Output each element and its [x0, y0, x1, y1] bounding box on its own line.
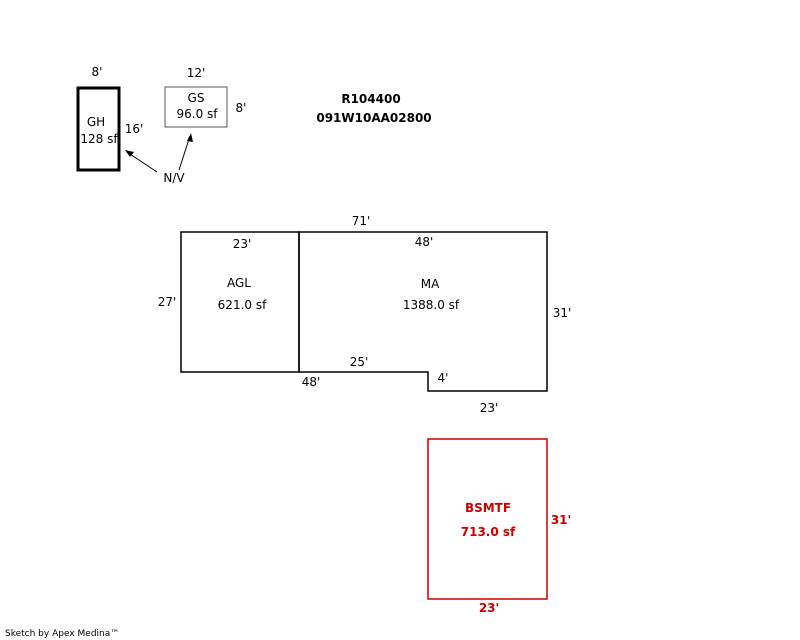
ma-dim-bottom-right: 23' — [480, 401, 499, 415]
gs-code-label: GS — [188, 91, 205, 105]
bsmtf-dim-right: 31' — [551, 513, 571, 527]
bsmtf-outline — [427, 438, 548, 600]
ma-dim-top: 48' — [415, 235, 434, 249]
ma-area-label: 1388.0 sf — [403, 298, 460, 312]
ma-code-label: MA — [421, 277, 440, 291]
agl-area-label: 621.0 sf — [218, 298, 267, 312]
nv-label: N/V — [163, 171, 185, 185]
gh-area-label: 128 sf — [80, 132, 118, 146]
bsmtf-code-label: BSMTF — [465, 501, 511, 515]
gh-outline — [76, 86, 121, 172]
nv-arrow-to-gs — [178, 133, 193, 171]
bsmtf-dim-bottom: 23' — [479, 601, 499, 615]
agl-code-label: AGL — [227, 276, 251, 290]
gh-dim-side: 16' — [125, 122, 144, 136]
ma-dim-overall-top: 71' — [352, 214, 371, 228]
gs-dim-side: 8' — [236, 101, 247, 115]
agl-dim-left: 27' — [158, 295, 177, 309]
map-number-label: 091W10AA02800 — [316, 111, 431, 125]
parcel-id-label: R104400 — [341, 92, 400, 106]
ma-outline — [298, 231, 548, 392]
gh-code-label: GH — [87, 115, 105, 129]
bsmtf-area-label: 713.0 sf — [461, 525, 516, 539]
agl-dim-top: 23' — [233, 237, 252, 251]
gs-dim-top: 12' — [187, 66, 206, 80]
gs-area-label: 96.0 sf — [176, 107, 218, 121]
nv-arrow-to-gh — [125, 150, 158, 173]
ma-dim-notch-top: 25' — [350, 355, 369, 369]
gh-dim-top: 8' — [92, 65, 103, 79]
ma-dim-notch-side: 4' — [438, 371, 449, 385]
gs-outline — [164, 86, 228, 128]
sketch-credit: Sketch by Apex Medina™ — [5, 629, 119, 639]
ma-dim-right: 31' — [553, 306, 572, 320]
ma-dim-bottom-left: 48' — [302, 375, 321, 389]
